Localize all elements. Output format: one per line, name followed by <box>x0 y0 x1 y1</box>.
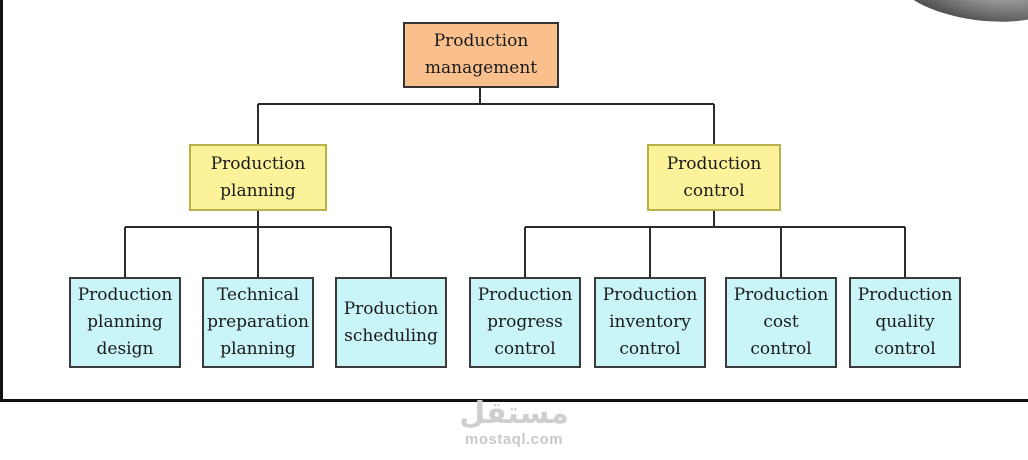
node-label: Production planning <box>210 153 306 201</box>
watermark: مستقل mostaql.com <box>448 396 580 456</box>
node-production-inventory-control: Production inventory control <box>594 277 706 368</box>
node-label: Production cost control <box>733 285 829 359</box>
node-label: Technical preparation planning <box>207 285 309 359</box>
node-production-scheduling: Production scheduling <box>335 277 447 368</box>
diagram-frame <box>0 0 1028 402</box>
node-production-planning: Production planning <box>189 144 327 211</box>
watermark-arabic: مستقل <box>459 396 569 431</box>
node-production-progress-control: Production progress control <box>469 277 581 368</box>
node-label: Production control <box>666 153 762 201</box>
node-production-management: Production management <box>403 22 559 88</box>
watermark-latin: mostaql.com <box>464 431 564 448</box>
node-label: Production quality control <box>857 285 953 359</box>
node-technical-preparation-planning: Technical preparation planning <box>202 277 314 368</box>
node-label: Production scheduling <box>343 298 439 346</box>
node-label: Production inventory control <box>602 285 698 359</box>
node-production-control: Production control <box>647 144 781 211</box>
node-label: Production planning design <box>77 285 173 359</box>
node-label: Production management <box>424 31 538 78</box>
node-production-cost-control: Production cost control <box>725 277 837 368</box>
connector-lines <box>124 88 906 277</box>
node-label: Production progress control <box>477 285 573 359</box>
node-production-planning-design: Production planning design <box>69 277 181 368</box>
node-production-quality-control: Production quality control <box>849 277 961 368</box>
